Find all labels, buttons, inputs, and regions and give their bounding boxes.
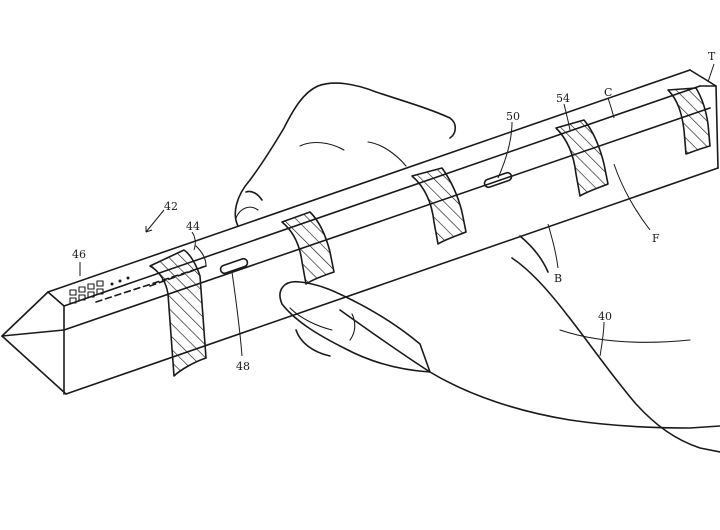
label-t: T <box>708 50 716 63</box>
label-50: 50 <box>506 110 520 123</box>
thumb-outline <box>279 280 431 373</box>
hatched-bands <box>149 87 711 377</box>
label-54: 54 <box>556 92 570 105</box>
button-50 <box>483 171 513 189</box>
leader-lines <box>79 63 715 357</box>
label-c: C <box>604 86 612 99</box>
label-48: 48 <box>236 360 250 373</box>
label-46: 46 <box>72 248 86 261</box>
pen-body <box>1 69 719 395</box>
button-48 <box>219 257 249 275</box>
label-44: 44 <box>186 220 200 233</box>
label-40: 40 <box>598 310 612 323</box>
label-f: F <box>652 232 660 245</box>
contact-array <box>69 276 130 304</box>
hand-outline <box>234 82 720 453</box>
label-42: 42 <box>164 200 178 213</box>
label-b: B <box>554 272 562 285</box>
